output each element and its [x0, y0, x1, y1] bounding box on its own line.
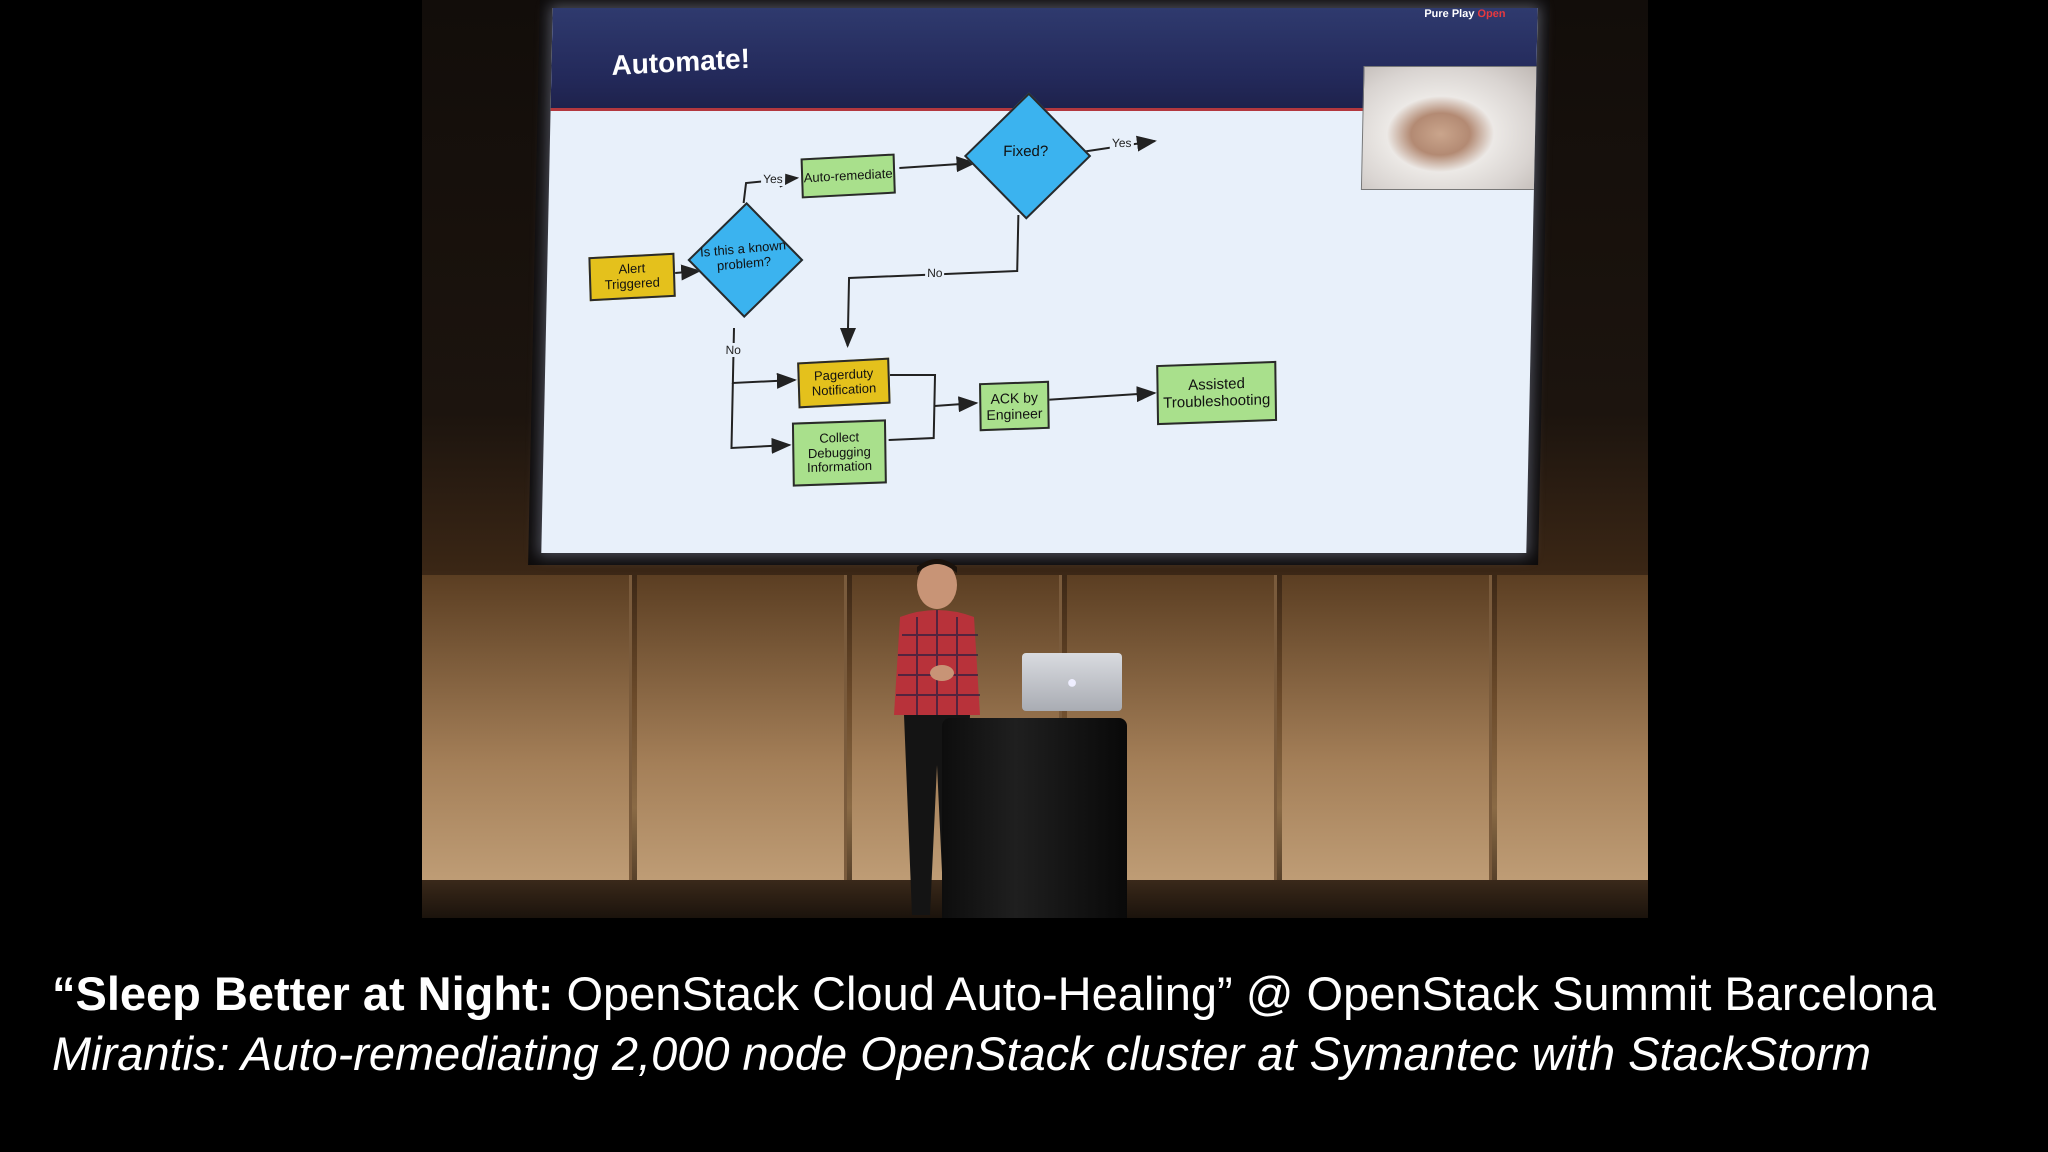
arrow-merge-to-ack	[934, 396, 979, 413]
stage-wall-panel	[422, 575, 632, 918]
caption-line-1: “Sleep Better at Night: OpenStack Cloud …	[52, 966, 2012, 1022]
stage-wall-panel	[1497, 575, 1648, 918]
stage-wall-panel	[637, 575, 847, 918]
no-label: No	[723, 343, 744, 357]
apple-logo-icon: ●	[1066, 671, 1078, 692]
arrow-fixed-no	[840, 215, 1020, 348]
auto-remediate-box: Auto-remediate	[800, 153, 896, 199]
conference-photo: Pure Play Open Automate!	[422, 0, 1648, 918]
fixed-label: Fixed?	[1003, 143, 1049, 160]
ack-by-engineer-box: ACK by Engineer	[979, 380, 1050, 432]
bracket-merge	[888, 374, 937, 441]
arrow-remediate-to-fixed	[899, 156, 977, 173]
collect-debugging-box: Collect Debugging Information	[791, 419, 887, 487]
alert-triggered-box: Alert Triggered	[588, 252, 676, 302]
laptop: ●	[1022, 653, 1122, 711]
projected-slide: Pure Play Open Automate!	[541, 8, 1538, 553]
arrow-alert-to-known	[675, 264, 702, 281]
arrow-known-no-collect	[730, 383, 792, 454]
yes-label: Yes	[1109, 136, 1134, 150]
caption-title-rest: OpenStack Cloud Auto-Healing” @ OpenStac…	[553, 967, 1937, 1020]
stage-wall-panel	[1282, 575, 1492, 918]
sleeping-person-image	[1360, 66, 1538, 190]
assisted-troubleshooting-box: Assisted Troubleshooting	[1156, 360, 1278, 426]
caption-line-2: Mirantis: Auto-remediating 2,000 node Op…	[52, 1027, 1872, 1081]
arrow-ack-to-assisted	[1044, 386, 1157, 403]
podium	[942, 718, 1127, 918]
yes-label: Yes	[760, 172, 785, 186]
pagerduty-notification-box: Pagerduty Notification	[797, 357, 891, 409]
video-captions: “Sleep Better at Night: OpenStack Cloud …	[52, 966, 2012, 1083]
caption-title-bold: “Sleep Better at Night:	[52, 967, 554, 1020]
no-label: No	[925, 266, 945, 280]
